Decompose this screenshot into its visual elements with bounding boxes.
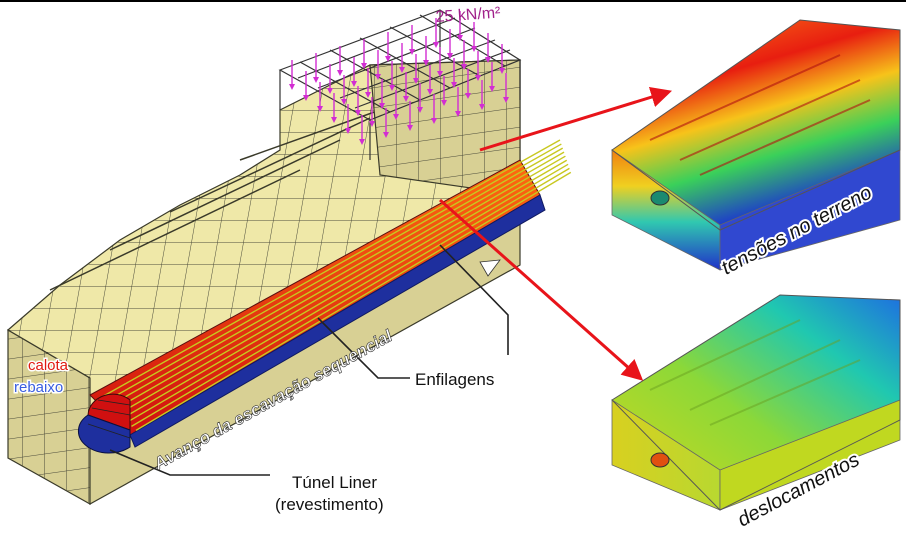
load-arrow-head [451, 82, 457, 88]
load-arrow-head [471, 46, 477, 52]
enfilagens-callout-line [317, 317, 410, 379]
tunel-callout-line [109, 449, 270, 476]
load-arrow-head [489, 86, 495, 92]
load-arrow-head [389, 85, 395, 91]
load-arrow-head [413, 78, 419, 84]
forepoling-bolts [99, 139, 572, 432]
load-arrow-head [385, 56, 391, 62]
load-arrow-head [379, 103, 385, 109]
tunel-label-line2: (revestimento) [275, 495, 384, 514]
stress-tunnel-opening [650, 190, 670, 206]
load-arrow-head [393, 114, 399, 120]
displacement-tunnel-opening [650, 452, 670, 468]
load-arrow-head [499, 68, 505, 74]
load-label: 25 kN/m² [435, 4, 502, 26]
load-arrow-head [457, 35, 463, 41]
stress-result-block [611, 19, 901, 271]
load-arrow-head [313, 77, 319, 83]
bolt-line [126, 163, 569, 423]
load-arrow-head [423, 60, 429, 66]
load-arrow-head [427, 89, 433, 95]
load-arrow-head [403, 96, 409, 102]
enfilagens-callout-line-2 [439, 244, 509, 355]
bolt-line [122, 159, 568, 419]
load-arrow-head [337, 70, 343, 76]
load-arrow-head [441, 100, 447, 106]
load-arrow-head [327, 88, 333, 94]
load-arrow-head [317, 106, 323, 112]
load-arrow-head [409, 49, 415, 55]
bolt-line [108, 147, 564, 407]
load-arrow-head [455, 111, 461, 117]
load-arrow-head [355, 110, 361, 116]
step-ridges [49, 109, 381, 291]
load-arrow-head [289, 84, 295, 90]
load-arrow-head [407, 125, 413, 131]
load-arrow-head [503, 97, 509, 103]
load-arrow-head [465, 93, 471, 99]
load-arrow-head [365, 92, 371, 98]
bolt-line [131, 167, 570, 427]
load-arrow-head [461, 64, 467, 70]
displacement-result-block [611, 294, 901, 511]
load-arrow-head [351, 81, 357, 87]
tunnel-rebaixo-band [129, 194, 546, 448]
load-arrow-head [399, 67, 405, 73]
bolt-line [117, 155, 566, 415]
load-arrow-head [479, 104, 485, 110]
load-arrow-head [341, 99, 347, 105]
load-arrow-head [485, 57, 491, 63]
load-arrow-head [437, 71, 443, 77]
load-frame [278, 9, 522, 160]
excavation-direction-arrow [479, 259, 501, 277]
load-arrow-head [361, 63, 367, 69]
load-arrow-head [383, 132, 389, 138]
load-arrow-head [369, 121, 375, 127]
load-arrow-head [303, 95, 309, 101]
arrow-to-displacement [439, 198, 644, 381]
load-arrow-head [375, 74, 381, 80]
bolt-line [104, 143, 562, 403]
tunnel-front-section [77, 393, 131, 454]
load-arrow-head [417, 107, 423, 113]
rebaixo-label: rebaixo [14, 379, 63, 396]
bolt-line [113, 151, 565, 411]
fe-mesh-model [6, 9, 572, 506]
load-arrow-head [331, 117, 337, 123]
calota-label: calota [28, 357, 69, 374]
tunel-label-line1: Túnel Liner [292, 473, 377, 492]
load-arrows [289, 11, 509, 145]
arrow-to-stress [479, 86, 673, 152]
load-arrow-head [431, 118, 437, 124]
top-rule [0, 0, 906, 2]
load-arrow-head [447, 53, 453, 59]
load-arrow-head [359, 139, 365, 145]
load-arrow-head [433, 42, 439, 48]
load-arrow-head [345, 128, 351, 134]
load-arrow-head [475, 75, 481, 81]
bolt-line [135, 171, 572, 432]
enfilagens-label: Enfilagens [415, 370, 494, 389]
bolt-line [99, 139, 561, 399]
